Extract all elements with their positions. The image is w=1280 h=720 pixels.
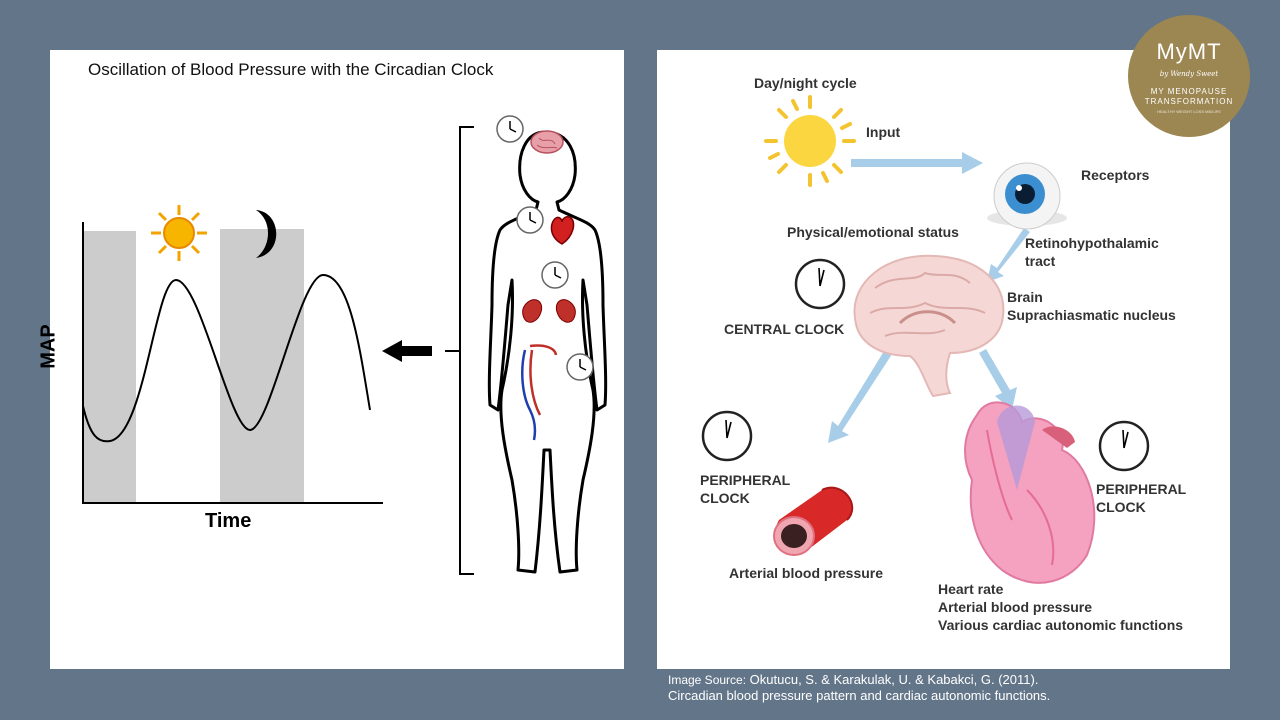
peripheral-vessel-arrow [828, 343, 896, 443]
y-axis-label: MAP [37, 324, 60, 369]
retinohypothalamic-label: Retinohypothalamic tract [1025, 235, 1159, 269]
sun-icon [764, 95, 856, 187]
arterial-bp-label: Arterial blood pressure [729, 565, 884, 581]
peripheral-clock-right-icon [1098, 420, 1150, 472]
input-label: Input [866, 124, 901, 140]
left-panel: Oscillation of Blood Pressure with the C… [38, 50, 624, 669]
central-clock-label: CENTRAL CLOCK [724, 321, 845, 337]
physical-emotional-label: Physical/emotional status [787, 224, 959, 240]
clock-icon [496, 115, 524, 143]
source-citation-2: Circadian blood pressure pattern and car… [668, 688, 1051, 703]
image-source-caption: Image Source: Okutucu, S. & Karakulak, U… [668, 672, 1050, 704]
source-citation-1: Okutucu, S. & Karakulak, U. & Kabakci, G… [746, 672, 1039, 687]
clock-icon [541, 261, 569, 289]
central-clock-icon [794, 258, 846, 310]
source-label: Image Source: [668, 673, 747, 687]
sun-icon [151, 205, 207, 261]
left-title: Oscillation of Blood Pressure with the C… [88, 60, 494, 79]
mymt-logo: MyMT by Wendy Sweet MY MENOPAUSE TRANSFO… [1128, 15, 1250, 137]
night-band [220, 229, 304, 503]
input-arrow [851, 152, 983, 174]
right-panel: Day/night cycle Input Receptors Physical… [657, 50, 1230, 669]
left-arrow-icon [382, 340, 432, 362]
peripheral-clock-right-label: PERIPHERAL CLOCK [1096, 481, 1187, 515]
brain-scn-label: Brain Suprachiasmatic nucleus [1007, 289, 1176, 323]
heart-functions-list: Heart rate Arterial blood pressure Vario… [938, 581, 1184, 633]
retino-arrow [987, 228, 1030, 282]
peripheral-clock-left-label: PERIPHERAL CLOCK [700, 472, 791, 506]
night-band [83, 231, 136, 503]
peripheral-clock-left-icon [701, 410, 753, 462]
blood-vessel-icon [773, 486, 854, 556]
map-wave [82, 273, 371, 443]
brain-icon [853, 254, 1005, 398]
day-night-label: Day/night cycle [754, 75, 857, 91]
moon-icon [256, 210, 277, 258]
eye-icon [987, 162, 1067, 230]
receptors-label: Receptors [1081, 167, 1150, 183]
brain-icon [530, 130, 564, 154]
heart-icon [964, 401, 1096, 584]
circadian-pathway-diagram [701, 95, 1150, 584]
body-silhouette [487, 130, 608, 574]
heart-icon [550, 215, 575, 245]
clock-icon [566, 353, 594, 381]
kidney-icon [522, 299, 576, 323]
peripheral-heart-arrow [979, 349, 1017, 410]
bracket [459, 126, 474, 575]
bp-oscillation-figure [82, 115, 608, 575]
clock-icon [516, 206, 544, 234]
blood-vessels-icon [521, 344, 558, 441]
x-axis-label: Time [205, 510, 252, 532]
